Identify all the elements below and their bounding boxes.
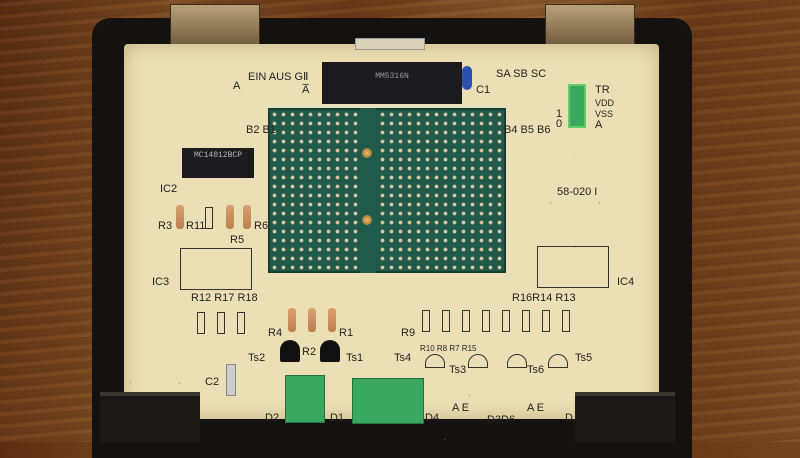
label-d3-d6: D3D6 (487, 414, 516, 426)
resistor-footprint (197, 312, 205, 334)
label-r16-r13: R16R14 R13 (512, 292, 576, 304)
resistor (328, 308, 336, 332)
resistor-footprint (422, 310, 430, 332)
perfboard-strip (360, 108, 376, 273)
transistor-footprint (425, 354, 445, 368)
label-r4: R4 (268, 327, 283, 339)
label-a-bar: A̅ (302, 84, 310, 96)
label-ts3: Ts3 (449, 364, 467, 376)
label-d4: D4 (425, 412, 440, 424)
ic2-chip: MC14012BCP (182, 148, 254, 178)
label-b4-b6: B4 B5 B6 (504, 124, 551, 136)
label-a-e-1: A E (452, 402, 470, 414)
label-r5: R5 (230, 234, 245, 246)
label-r3: R3 (158, 220, 173, 232)
resistor-footprint (482, 310, 490, 332)
label-r11: R11 (186, 220, 206, 232)
transistor-footprint (468, 354, 488, 368)
terminal-block-large (352, 378, 424, 424)
label-ic3: IC3 (152, 276, 170, 288)
clear-spacer (355, 38, 425, 50)
resistor (288, 308, 296, 332)
metal-bracket-right (545, 4, 635, 48)
label-tr: TR (595, 84, 610, 96)
label-ts1: Ts1 (346, 352, 364, 364)
main-chip: MM5316N (322, 62, 462, 104)
trimmer-tr (568, 84, 586, 128)
resistor-footprint (237, 312, 245, 334)
label-r10-r15: R10 R8 R7 R15 (420, 344, 477, 353)
capacitor-c2 (226, 364, 236, 396)
label-r2: R2 (302, 346, 317, 358)
perfboard (268, 108, 506, 273)
terminal-block-small (285, 375, 325, 423)
resistor-footprint (462, 310, 470, 332)
resistor (226, 205, 234, 229)
label-d5: D (565, 412, 573, 424)
transistor-footprint (507, 354, 527, 368)
resistor (176, 205, 184, 229)
label-a-e-2: A E (527, 402, 545, 414)
label-r12-r18: R12 R17 R18 (191, 292, 258, 304)
label-a: A (233, 80, 241, 92)
label-ts5: Ts5 (575, 352, 593, 364)
label-vss: VSS (595, 109, 614, 119)
ic4-footprint (537, 246, 609, 288)
transistor-ts2 (280, 340, 300, 362)
label-c2: C2 (205, 376, 220, 388)
resistor-footprint (542, 310, 550, 332)
housing-clip-right (575, 392, 675, 442)
label-ts4: Ts4 (394, 352, 412, 364)
label-ts6: Ts6 (527, 364, 545, 376)
resistor (308, 308, 316, 332)
label-ts2: Ts2 (248, 352, 266, 364)
label-sa-sb-sc: SA SB SC (496, 68, 547, 80)
transistor-footprint (548, 354, 568, 368)
label-a-right: A (595, 119, 603, 131)
metal-bracket-left (170, 4, 260, 48)
screw (362, 148, 372, 158)
resistor-footprint (442, 310, 450, 332)
label-r6: R6 (254, 220, 269, 232)
label-vdd: VDD (595, 98, 615, 108)
label-d2: D2 (265, 412, 280, 424)
capacitor-c1 (462, 66, 472, 90)
label-ic2: IC2 (160, 183, 178, 195)
label-r9: R9 (401, 327, 416, 339)
screw (362, 215, 372, 225)
label-ic4: IC4 (617, 276, 635, 288)
label-0: 0 (556, 118, 563, 130)
logo-diamond (550, 158, 600, 248)
label-ein-aus: EIN AUS GⅡ (248, 71, 309, 83)
label-d1: D1 (330, 412, 345, 424)
label-b2-b1: B2 B1 (246, 124, 276, 136)
resistor-footprint (562, 310, 570, 332)
resistor-footprint (217, 312, 225, 334)
housing-clip-left (100, 392, 200, 442)
resistor-footprint (205, 207, 213, 229)
resistor-footprint (522, 310, 530, 332)
transistor-ts1 (320, 340, 340, 362)
label-r1: R1 (339, 327, 354, 339)
label-1: 1 (556, 108, 563, 120)
resistor (243, 205, 251, 229)
resistor-footprint (502, 310, 510, 332)
label-board-number: 58-020 I (557, 186, 598, 198)
label-c1: C1 (476, 84, 491, 96)
ic2-marking: MC14012BCP (193, 151, 242, 160)
ic3-footprint (180, 248, 252, 290)
main-chip-marking: MM5316N (375, 72, 409, 81)
